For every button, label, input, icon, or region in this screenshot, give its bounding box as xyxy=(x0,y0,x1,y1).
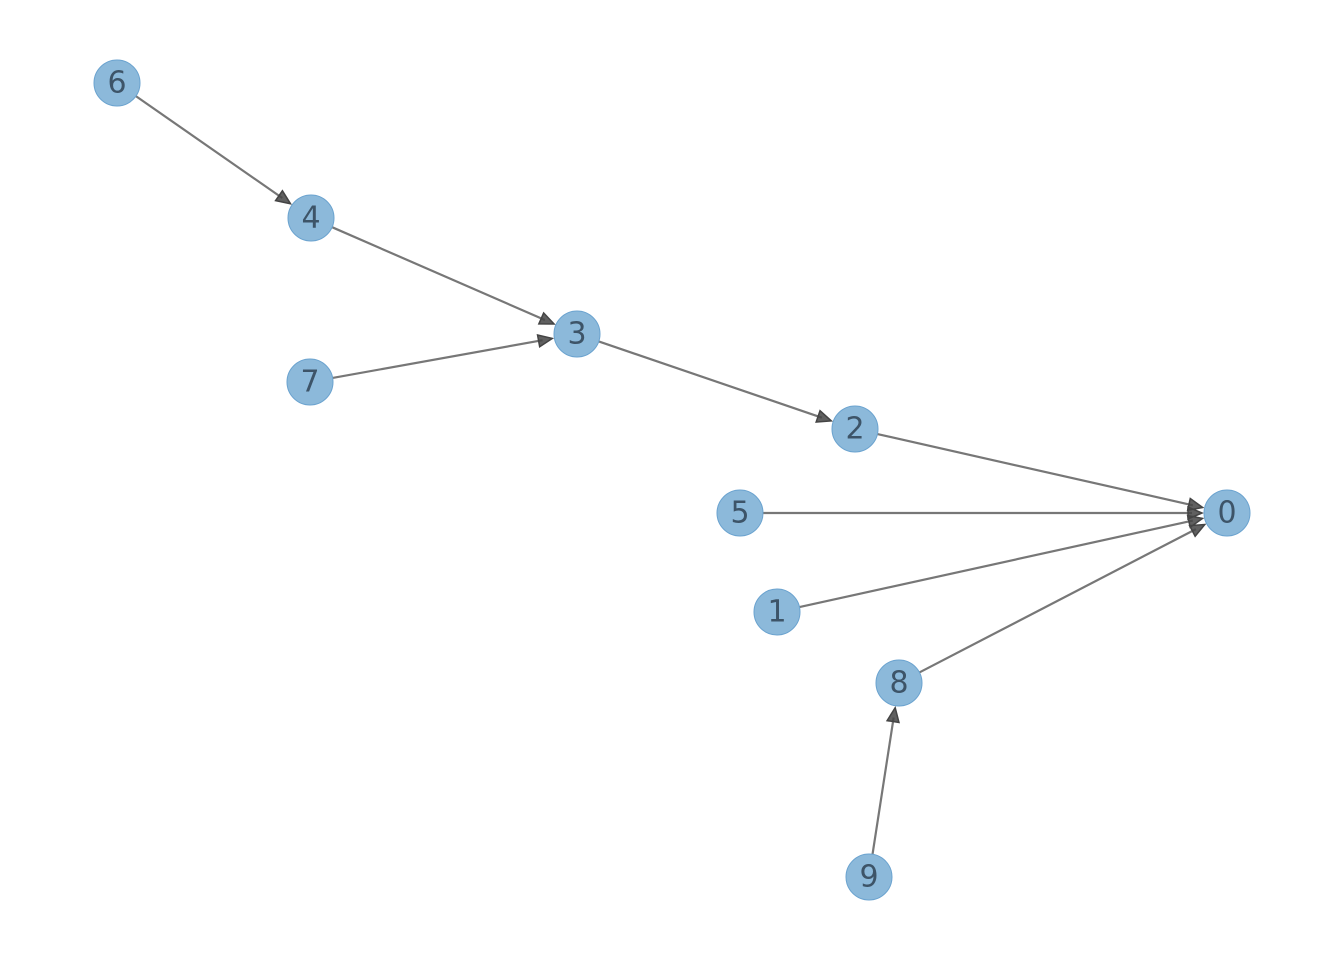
node-label: 0 xyxy=(1217,496,1236,531)
node-label: 6 xyxy=(107,66,126,101)
node-8: 8 xyxy=(875,659,923,707)
edge-line xyxy=(332,339,543,380)
node-label: 4 xyxy=(301,201,320,236)
node-circle xyxy=(831,405,879,453)
node-4: 4 xyxy=(287,194,335,242)
node-circle xyxy=(1203,489,1251,537)
node-7: 7 xyxy=(286,358,334,406)
edge-3-to-2 xyxy=(598,340,834,423)
edge-6-to-4 xyxy=(135,95,293,205)
edge-2-to-0 xyxy=(877,432,1205,512)
edge-1-to-0 xyxy=(799,514,1205,609)
node-9: 9 xyxy=(845,853,893,901)
edge-line xyxy=(799,519,1194,609)
edge-line xyxy=(135,95,283,199)
arrowhead-icon xyxy=(815,409,834,423)
edge-9-to-8 xyxy=(871,705,900,855)
node-circle xyxy=(753,588,801,636)
edge-line xyxy=(331,226,546,322)
node-6: 6 xyxy=(93,59,141,107)
node-circle xyxy=(845,853,893,901)
edges xyxy=(135,95,1207,855)
node-circle xyxy=(875,659,923,707)
edge-line xyxy=(598,340,823,419)
edge-line xyxy=(877,432,1194,507)
node-0: 0 xyxy=(1203,489,1251,537)
edge-line xyxy=(918,528,1197,674)
node-circle xyxy=(286,358,334,406)
arrowhead-icon xyxy=(1188,523,1207,538)
node-1: 1 xyxy=(753,588,801,636)
arrowhead-icon xyxy=(1186,514,1205,529)
edge-8-to-0 xyxy=(918,523,1207,674)
node-circle xyxy=(716,489,764,537)
nodes: 0 1 2 3 4 5 6 7 8 9 xyxy=(93,59,1251,901)
node-label: 8 xyxy=(889,666,908,701)
node-label: 5 xyxy=(730,496,749,531)
node-circle xyxy=(287,194,335,242)
node-3: 3 xyxy=(553,310,601,358)
node-circle xyxy=(93,59,141,107)
edge-4-to-3 xyxy=(331,226,556,325)
node-label: 3 xyxy=(567,317,586,352)
node-label: 1 xyxy=(767,595,786,630)
edge-7-to-3 xyxy=(332,334,555,380)
arrowhead-icon xyxy=(537,311,556,325)
arrowhead-icon xyxy=(1186,497,1205,512)
node-5: 5 xyxy=(716,489,764,537)
edge-5-to-0 xyxy=(763,505,1204,521)
arrowhead-icon xyxy=(274,189,293,205)
node-circle xyxy=(553,310,601,358)
node-label: 2 xyxy=(845,412,864,447)
edge-line xyxy=(871,717,895,855)
arrowhead-icon xyxy=(536,334,555,349)
node-2: 2 xyxy=(831,405,879,453)
node-label: 9 xyxy=(859,860,878,895)
arrowhead-icon xyxy=(885,705,900,724)
node-label: 7 xyxy=(300,365,319,400)
